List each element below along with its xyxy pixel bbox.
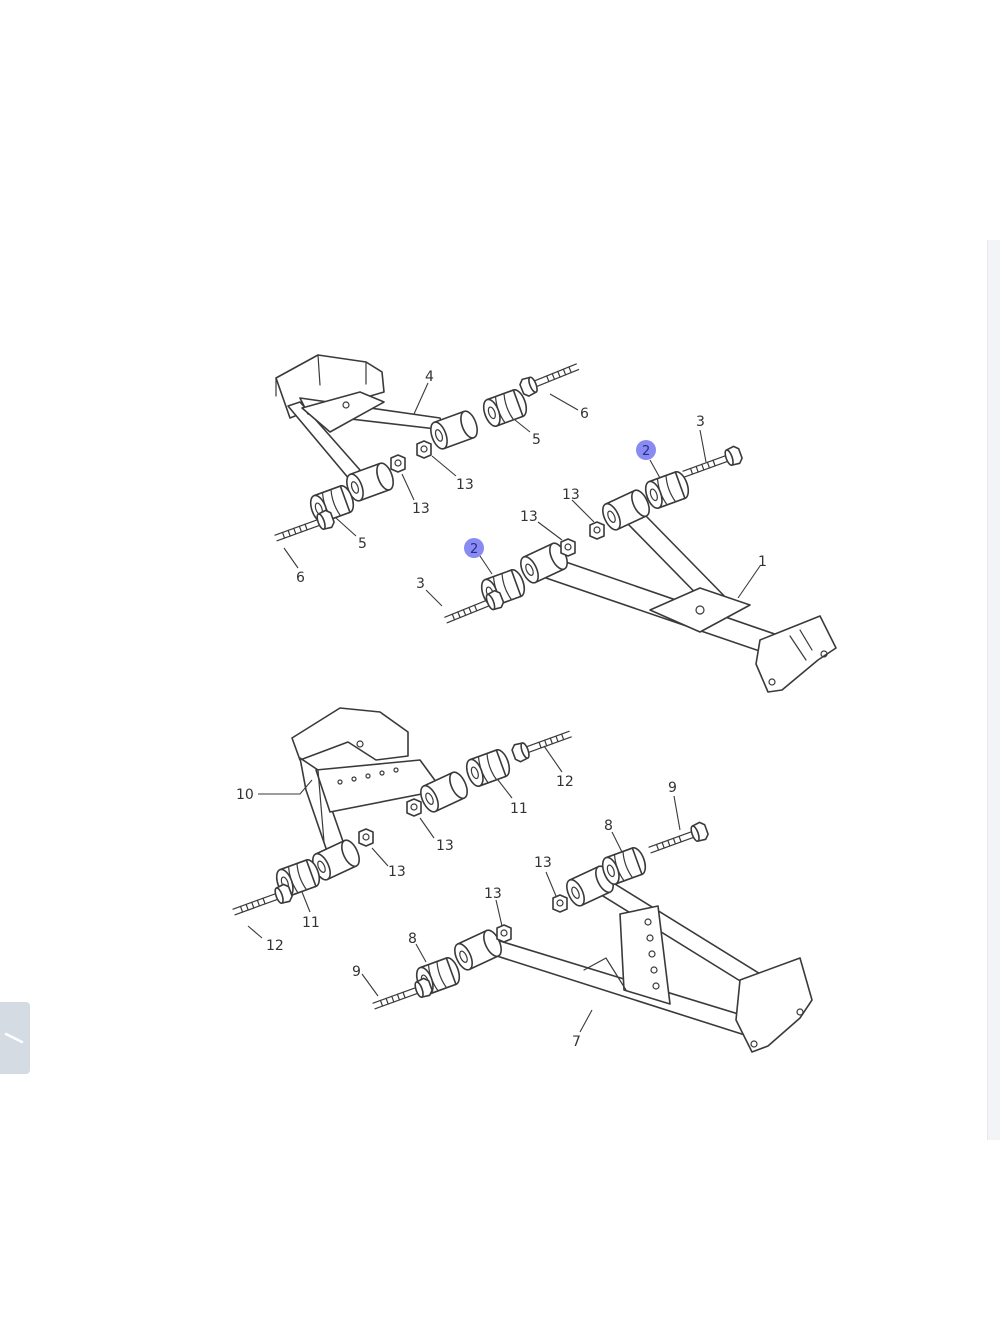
part-2-bushing-right — [641, 468, 693, 512]
part-12-bolt-top — [509, 724, 575, 764]
callout-12-top: 12 — [556, 774, 574, 790]
callout-13-h: 13 — [484, 886, 502, 902]
callout-6-left: 6 — [296, 570, 305, 586]
callout-5-left: 5 — [358, 536, 367, 552]
part-3-bolt-left — [441, 588, 506, 630]
callout-3-left: 3 — [416, 576, 425, 592]
part-4-upper-arm — [275, 354, 446, 481]
part-13-nut-5 — [406, 798, 422, 817]
highlight-marker-2a — [636, 440, 656, 460]
callout-13-a: 13 — [456, 477, 474, 493]
callout-13-b: 13 — [412, 501, 430, 517]
part-7-lower-arm — [477, 875, 813, 1053]
callout-13-c: 13 — [562, 487, 580, 503]
part-13-nut-2 — [390, 454, 406, 473]
part-13-nut-4 — [589, 521, 605, 540]
part-11-bushing-top — [462, 746, 514, 790]
callout-11-top: 11 — [510, 801, 528, 817]
callout-13-f: 13 — [388, 864, 406, 880]
part-13-nut-3 — [560, 538, 576, 557]
callout-2-right: 2 — [642, 444, 650, 459]
chevron-left-icon — [4, 1032, 24, 1044]
part-12-bolt-left — [230, 882, 295, 922]
part-1-upper-arm — [545, 514, 837, 693]
side-tab[interactable] — [0, 1002, 30, 1074]
part-6-bolt-left — [272, 508, 337, 548]
callout-5-top: 5 — [532, 432, 541, 448]
callout-1: 1 — [758, 554, 767, 570]
callout-6-top: 6 — [580, 406, 589, 422]
part-13-nut-6 — [358, 828, 374, 847]
callout-9-right: 9 — [668, 780, 677, 796]
part-13-nut-8 — [496, 924, 512, 943]
callout-13-g: 13 — [534, 855, 552, 871]
lower-arm-assembly — [230, 707, 813, 1053]
part-6-bolt-top — [517, 357, 582, 399]
callout-labels: 1 2 2 3 3 4 5 5 6 6 13 13 13 13 7 8 8 9 … — [236, 369, 767, 1050]
callout-9-left: 9 — [352, 964, 361, 980]
callout-7: 7 — [572, 1034, 581, 1050]
callout-2-left: 2 — [470, 542, 478, 557]
part-9-bolt-right — [646, 820, 711, 860]
callout-8-left: 8 — [408, 931, 417, 947]
part-9-bolt-left — [370, 976, 435, 1016]
part-10-lower-arm — [291, 707, 443, 861]
right-edge-rail — [987, 240, 1000, 1140]
part-5-bushing-top — [479, 386, 531, 430]
callout-4: 4 — [425, 369, 434, 385]
callout-10: 10 — [236, 787, 254, 803]
callout-13-e: 13 — [436, 838, 454, 854]
callout-8-right: 8 — [604, 818, 613, 834]
highlight-marker-2b — [464, 538, 484, 558]
callout-3-right: 3 — [696, 414, 705, 430]
callout-12-left: 12 — [266, 938, 284, 954]
part-13-nut-1 — [416, 440, 432, 459]
part-3-bolt-right — [680, 444, 745, 484]
part-4-sleeve-rear — [426, 408, 482, 452]
upper-arm-assembly — [272, 354, 837, 693]
callout-11-left: 11 — [302, 915, 320, 931]
callout-13-d: 13 — [520, 509, 538, 525]
part-13-nut-7 — [552, 894, 568, 913]
